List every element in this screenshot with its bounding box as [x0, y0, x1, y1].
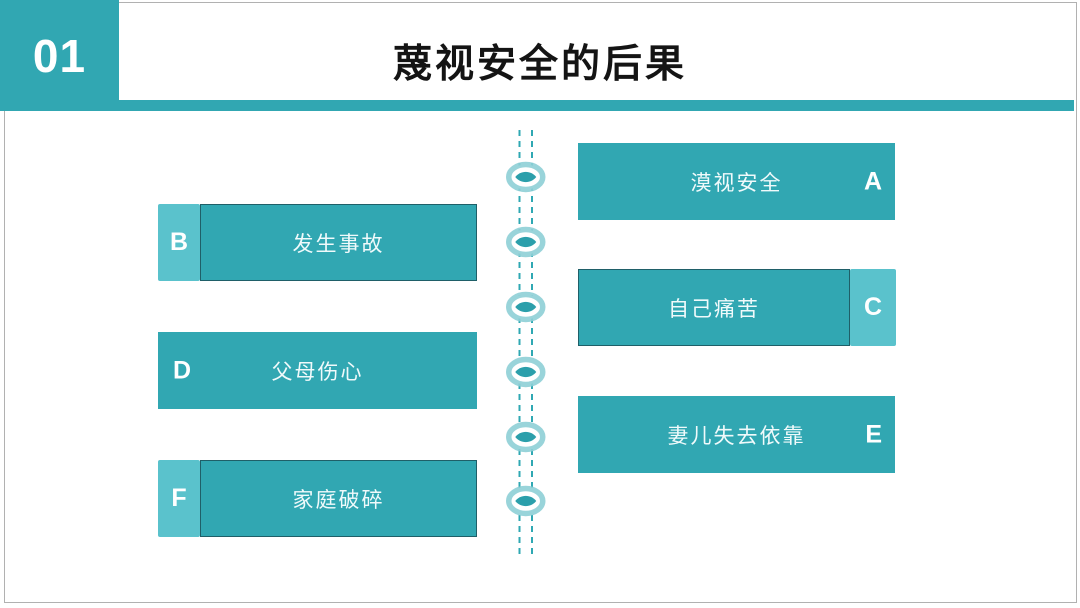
item-letter-tab-f: F	[158, 460, 200, 537]
item-box-main-f: 家庭破碎	[200, 460, 477, 537]
item-label-c: 自己痛苦	[668, 297, 760, 321]
item-box-main-b: 发生事故	[200, 204, 477, 281]
item-letter-e: E	[865, 420, 882, 448]
item-letter-c: C	[863, 293, 883, 321]
timeline-node-icon	[509, 230, 543, 255]
page-title: 蔑视安全的后果	[392, 43, 687, 86]
item-label-b: 发生事故	[292, 232, 385, 256]
timeline-node-icon	[509, 360, 543, 385]
slide-border	[4, 2, 1077, 603]
item-box-e: 妻儿失去依靠 E	[578, 396, 895, 473]
item-label-e: 妻儿失去依靠	[667, 424, 806, 448]
item-label-a: 漠视安全	[690, 171, 783, 195]
header-underline-bar	[119, 100, 1074, 111]
timeline-node-icon	[509, 165, 543, 190]
item-box-main-c: 自己痛苦	[578, 269, 850, 346]
section-number: 01	[32, 29, 87, 82]
item-box-b: B 发生事故	[158, 204, 477, 281]
item-box-a: 漠视安全 A	[578, 143, 895, 220]
item-box-c: 自己痛苦 C	[578, 269, 896, 346]
section-number-box: 01	[0, 0, 119, 111]
item-label-f: 家庭破碎	[292, 488, 385, 512]
timeline-node-icon	[509, 489, 543, 514]
item-letter-f: F	[171, 484, 187, 512]
timeline-node-icon	[509, 425, 543, 450]
timeline-node-icon	[509, 295, 543, 320]
item-letter-tab-c: C	[850, 269, 896, 346]
item-letter-d: D	[173, 356, 192, 384]
item-label-d: 父母伤心	[271, 360, 364, 384]
item-letter-a: A	[863, 167, 882, 195]
timeline-dashed-line	[500, 130, 556, 556]
item-box-f: F 家庭破碎	[158, 460, 477, 537]
item-box-d: D 父母伤心	[158, 332, 477, 409]
item-letter-b: B	[169, 228, 189, 256]
item-letter-tab-b: B	[158, 204, 200, 281]
